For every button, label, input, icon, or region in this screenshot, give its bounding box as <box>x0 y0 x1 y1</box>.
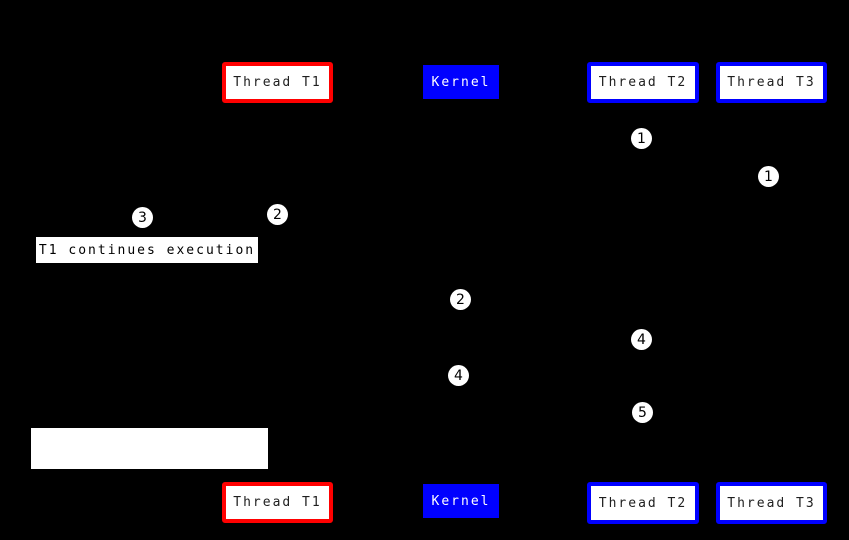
thread-t3-label: Thread T3 <box>727 75 816 90</box>
lifeline-head-thread-t3-top: Thread T3 <box>716 62 827 103</box>
step-number: 2 <box>456 291 465 308</box>
note-blank-box <box>31 428 268 469</box>
step-marker-1-thread-t2: 1 <box>631 128 652 149</box>
step-number: 4 <box>454 367 463 384</box>
step-number: 3 <box>138 209 147 226</box>
step-marker-4-kernel: 4 <box>448 365 469 386</box>
step-marker-1-thread-t3: 1 <box>758 166 779 187</box>
thread-t3-label: Thread T3 <box>727 495 816 511</box>
step-marker-4-thread-t2: 4 <box>631 329 652 350</box>
lifeline-head-kernel-bottom: Kernel <box>423 484 499 518</box>
note-text: T1 continues execution <box>38 242 256 258</box>
thread-t2-label: Thread T2 <box>598 495 688 511</box>
step-number: 4 <box>637 331 646 348</box>
step-marker-3: 3 <box>132 207 153 228</box>
lifeline-head-thread-t2-bottom: Thread T2 <box>587 482 699 524</box>
lifeline-head-thread-t2-top: Thread T2 <box>587 62 699 103</box>
step-number: 2 <box>273 206 282 223</box>
step-marker-2-kernel: 2 <box>450 289 471 310</box>
kernel-label: Kernel <box>431 74 491 90</box>
note-t1-continues-execution: T1 continues execution <box>36 237 258 263</box>
step-number: 5 <box>638 404 647 421</box>
step-marker-5-thread-t2: 5 <box>632 402 653 423</box>
thread-t2-label: Thread T2 <box>598 75 688 90</box>
lifeline-head-thread-t1-bottom: Thread T1 <box>222 482 333 523</box>
lifeline-head-thread-t1-top: Thread T1 <box>222 62 333 103</box>
lifeline-head-thread-t3-bottom: Thread T3 <box>716 482 827 524</box>
step-number: 1 <box>764 168 773 185</box>
thread-t1-label: Thread T1 <box>233 75 322 90</box>
step-number: 1 <box>637 130 646 147</box>
thread-t1-label: Thread T1 <box>233 495 322 510</box>
kernel-label: Kernel <box>431 493 491 509</box>
step-marker-2-thread-t1: 2 <box>267 204 288 225</box>
lifeline-head-kernel-top: Kernel <box>423 65 499 99</box>
